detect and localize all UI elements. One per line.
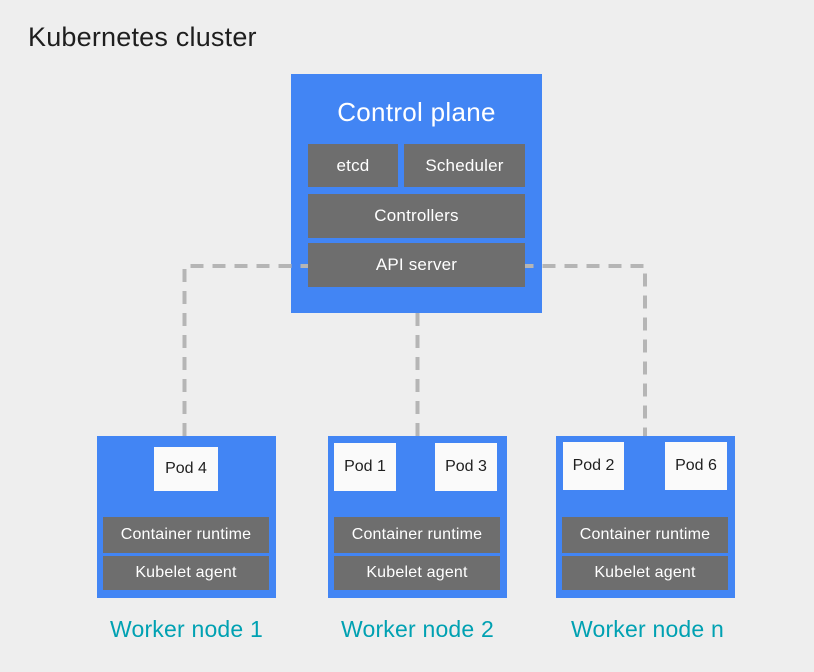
kubelet-agent-component: Kubelet agent [103, 556, 269, 590]
container-runtime-component: Container runtime [103, 517, 269, 553]
pod-box: Pod 2 [563, 442, 624, 490]
pod-box: Pod 3 [435, 443, 497, 491]
worker-node-n-label: Worker node n [570, 616, 725, 642]
worker-node-1-label: Worker node 1 [109, 616, 264, 642]
container-runtime-component: Container runtime [334, 517, 500, 553]
worker-node-1-box: Pod 4 Container runtime Kubelet agent [97, 436, 276, 598]
pod-box: Pod 1 [334, 443, 396, 491]
container-runtime-component: Container runtime [562, 517, 728, 553]
kubelet-agent-component: Kubelet agent [334, 556, 500, 590]
worker-node-2-label: Worker node 2 [340, 616, 495, 642]
pod-box: Pod 4 [154, 447, 218, 491]
etcd-component: etcd [308, 144, 398, 187]
scheduler-component: Scheduler [404, 144, 525, 187]
controllers-component: Controllers [308, 194, 525, 238]
control-plane-box: Control plane etcd Scheduler Controllers… [291, 74, 542, 313]
control-plane-title: Control plane [337, 97, 496, 127]
worker-node-n-box: Pod 2 Pod 6 Container runtime Kubelet ag… [556, 436, 735, 598]
worker-node-2-box: Pod 1 Pod 3 Container runtime Kubelet ag… [328, 436, 507, 598]
diagram-title: Kubernetes cluster [28, 22, 257, 52]
api-server-component: API server [308, 243, 525, 287]
kubelet-agent-component: Kubelet agent [562, 556, 728, 590]
pod-box: Pod 6 [665, 442, 727, 490]
